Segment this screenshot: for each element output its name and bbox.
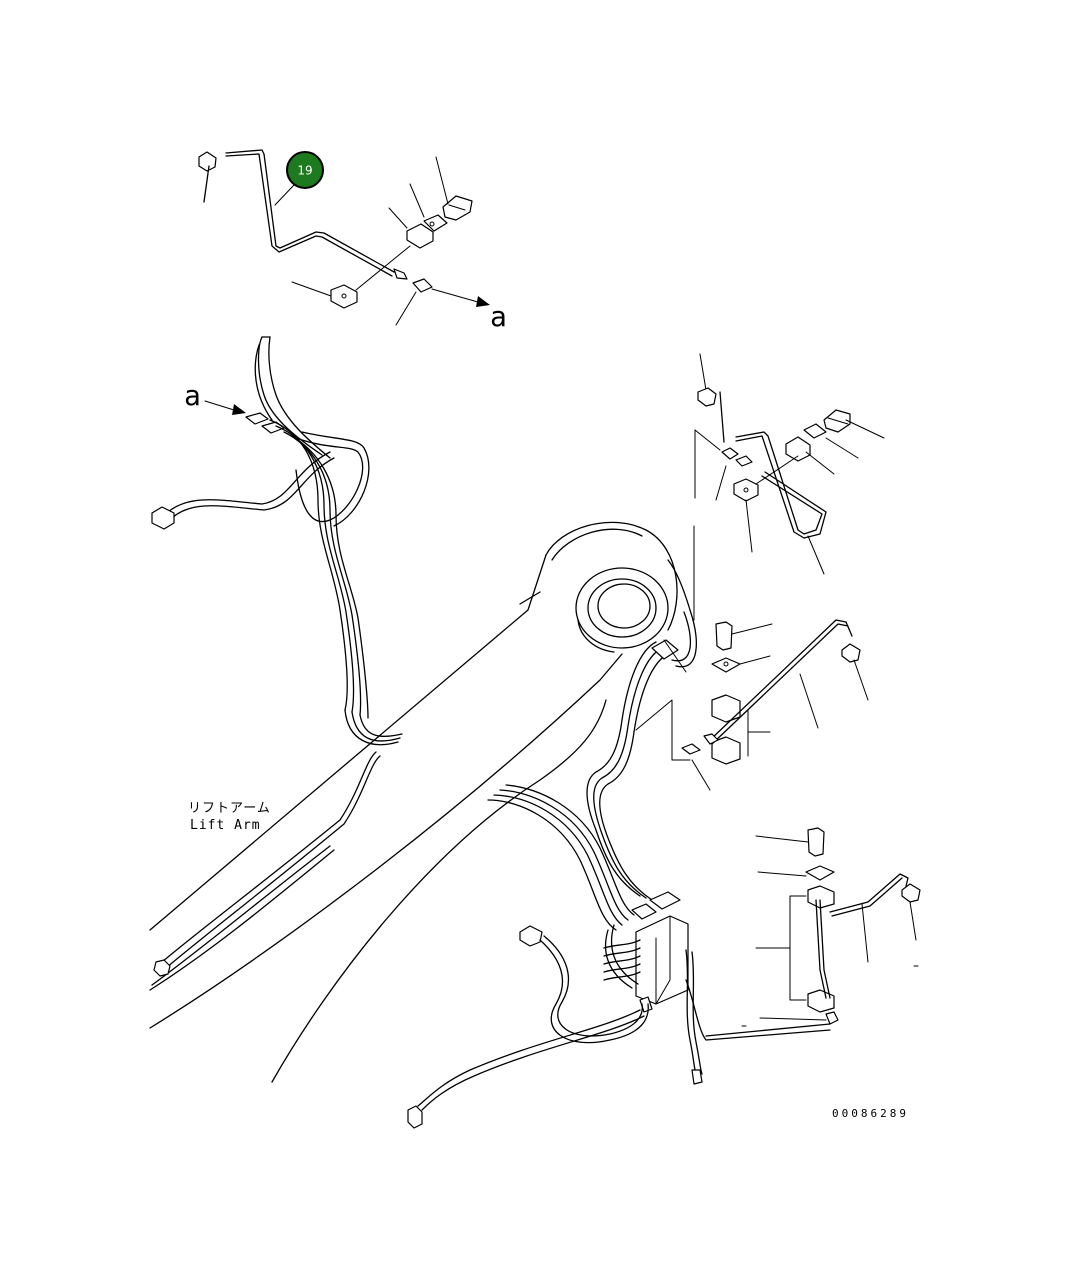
drawing-number: 00086289 <box>832 1107 909 1120</box>
connector-label-a-left: a <box>184 379 201 412</box>
right-middle-assembly <box>635 619 869 791</box>
part-name-japanese: リフトアーム <box>188 801 271 816</box>
left-hose-bundle <box>151 336 403 746</box>
callout-19[interactable]: 19 <box>286 151 324 189</box>
callout-19-number: 19 <box>297 164 312 178</box>
callout-19-circle <box>286 151 324 189</box>
part-name-english: Lift Arm <box>190 818 261 833</box>
top-tube-assembly <box>198 149 490 326</box>
right-upper-tube-assembly <box>694 353 885 575</box>
valve-block <box>407 891 831 1129</box>
right-lower-assembly <box>741 827 921 1027</box>
lift-arm-body <box>149 521 678 1083</box>
connector-label-a-right: a <box>490 300 507 333</box>
arm-hoses <box>153 525 697 977</box>
